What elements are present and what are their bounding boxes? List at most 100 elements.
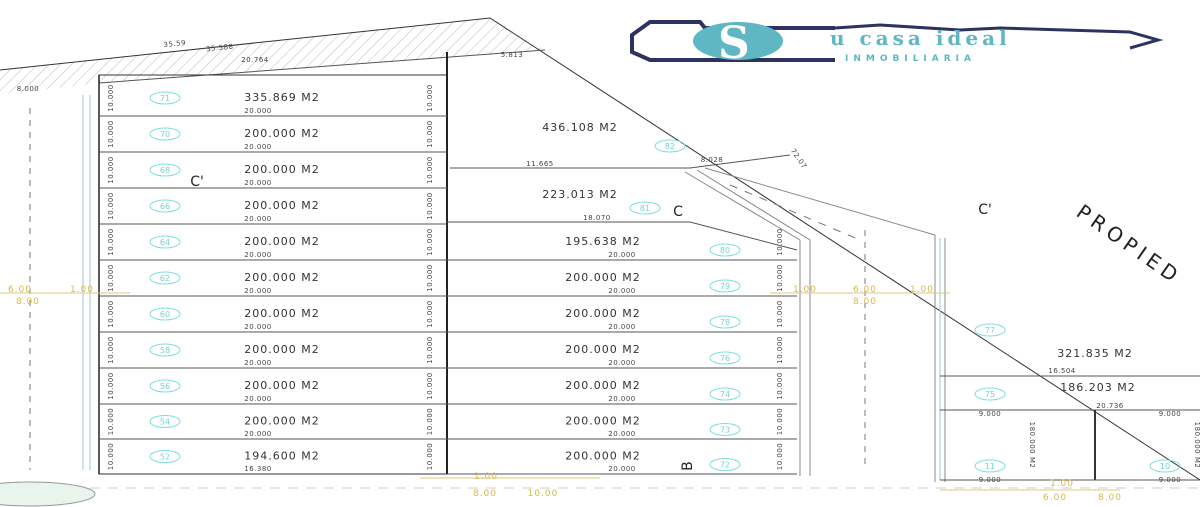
- perimeter-dimension: 72.07: [789, 147, 808, 170]
- lot-front-dimension: 9.000: [1159, 410, 1182, 418]
- lot-depth-dimension: 10.000: [107, 300, 115, 328]
- lot-area: 335.869 M2: [244, 91, 319, 104]
- road-edge-dimension: 8.028: [701, 156, 724, 164]
- lot-80-boundary: [689, 221, 798, 251]
- road-dimension: 1.00: [70, 285, 94, 295]
- road-dimension: 8.00: [853, 297, 877, 307]
- lot-edge-dimension: 16.504: [1048, 367, 1076, 375]
- lot-front-dimension: 20.000: [608, 465, 636, 473]
- road-dimension: 6.00: [1043, 493, 1067, 503]
- lot-area: 321.835 M2: [1057, 347, 1132, 360]
- lot-number: 74: [720, 390, 730, 399]
- lot-area: 186.203 M2: [1060, 381, 1135, 394]
- lot-depth-dimension: 10.000: [426, 336, 434, 364]
- lot-depth-dimension: 10.000: [426, 300, 434, 328]
- lot-number-badge: [149, 307, 181, 321]
- lot-depth-dimension: 10.000: [426, 264, 434, 292]
- road-dimension: 1.00: [793, 285, 817, 295]
- lot-number-badge: [709, 387, 741, 401]
- lot-area: 200.000 M2: [244, 271, 319, 284]
- lot-number-badge: [654, 139, 686, 153]
- road-edge-east: [704, 167, 946, 482]
- road-dimension: 10.00: [528, 489, 559, 499]
- road-dimension: 1.00: [910, 285, 934, 295]
- lot-number-badge: [974, 323, 1006, 337]
- logo-letter: S: [718, 18, 750, 69]
- lot-number-badge: [974, 459, 1006, 473]
- lot-area: 200.000 M2: [565, 343, 640, 356]
- lot-number-badge: [709, 243, 741, 257]
- lot-front-dimension: 20.000: [608, 430, 636, 438]
- lot-depth-dimension: 10.000: [107, 156, 115, 184]
- boundary-line: [0, 17, 1200, 481]
- lot-depth-dimension: 10.000: [107, 336, 115, 364]
- lot-number: 72: [720, 461, 730, 470]
- lot-number-badge: [149, 415, 181, 428]
- lot-depth-dimension: 10.000: [776, 228, 784, 256]
- perimeter-dimension: 5.813: [501, 51, 524, 59]
- lot-number: 79: [720, 282, 730, 291]
- lot-number: 66: [160, 202, 170, 211]
- lot-front-dimension: 20.000: [608, 287, 636, 295]
- arc-dimension: 20.764: [241, 56, 269, 64]
- lot-number: 71: [160, 94, 170, 103]
- lot-area: 200.000 M2: [565, 271, 640, 284]
- lot-depth-dimension: 10.000: [776, 300, 784, 328]
- lot-number-badge: [149, 163, 181, 177]
- lot-depth-dimension: 10.000: [776, 336, 784, 364]
- lot-edge-dimension: 20.736: [1096, 402, 1124, 410]
- lot-depth-dimension: 10.000: [107, 264, 115, 292]
- lot-number-badge: [709, 351, 741, 365]
- lot-edge-dimension: 18.070: [583, 214, 611, 222]
- lot-number: 62: [160, 274, 170, 283]
- lot-number: 76: [720, 354, 730, 363]
- lot-number: 80: [720, 246, 730, 255]
- roundabout: [0, 481, 96, 507]
- lot-depth-dimension: 10.000: [776, 372, 784, 400]
- lot-number-badge: [709, 423, 741, 436]
- road-dimension: 8.00: [16, 297, 40, 307]
- lot-area: 194.600 M2: [244, 450, 319, 463]
- lot-number: 73: [720, 426, 730, 435]
- road-dimension: 8.00: [473, 489, 497, 499]
- lot-front-dimension: 20.000: [244, 215, 272, 223]
- lot-front-dimension: 20.000: [244, 251, 272, 259]
- lot-front-dimension: 20.000: [244, 359, 272, 367]
- lot-front-dimension: 20.000: [608, 323, 636, 331]
- lot-area: 223.013 M2: [542, 188, 617, 201]
- lot-back-dimension: 9.000: [979, 476, 1002, 484]
- lot-number: 70: [160, 130, 170, 139]
- lot-depth-dimension: 10.000: [107, 443, 115, 471]
- lot-number: 75: [985, 390, 995, 399]
- lot-depth-dimension: 10.000: [426, 443, 434, 471]
- lot-area: 200.000 M2: [244, 307, 319, 320]
- buffer-strip: [0, 18, 545, 95]
- lot-depth-dimension: 10.000: [776, 264, 784, 292]
- lot-depth-dimension: 10.000: [426, 372, 434, 400]
- logo-subtitle: INMOBILIARIA: [845, 54, 976, 64]
- lot-front-dimension: 20.000: [244, 287, 272, 295]
- section-mark-c: C: [673, 204, 683, 220]
- lot-number: 11: [985, 462, 995, 471]
- lot-front-dimension: 9.000: [979, 410, 1002, 418]
- lot-depth-dimension: 10.000: [107, 84, 115, 112]
- lot-depth-dimension: 10.000: [426, 408, 434, 436]
- lot-number-badge: [149, 127, 181, 141]
- lot-back-dimension: 9.000: [1159, 476, 1182, 484]
- lot-area: 195.638 M2: [565, 235, 640, 248]
- road-dimension: 6.00: [8, 285, 32, 295]
- lot-82-boundary: [450, 154, 791, 169]
- company-logo: S u casa ideal INMOBILIARIA: [630, 18, 1164, 69]
- lot-number-badge: [149, 199, 181, 213]
- lot-depth-dimension: 10.000: [426, 228, 434, 256]
- lot-area: 200.000 M2: [565, 450, 640, 463]
- lot-area: 436.108 M2: [542, 121, 617, 134]
- road-dimension: 8.00: [1098, 493, 1122, 503]
- lot-area: 200.000 M2: [565, 415, 640, 428]
- section-mark-c-prime: C': [978, 202, 992, 218]
- lot-number-badge: [149, 235, 181, 249]
- sidewalk-west: [82, 95, 91, 470]
- lot-number-badge: [974, 387, 1006, 401]
